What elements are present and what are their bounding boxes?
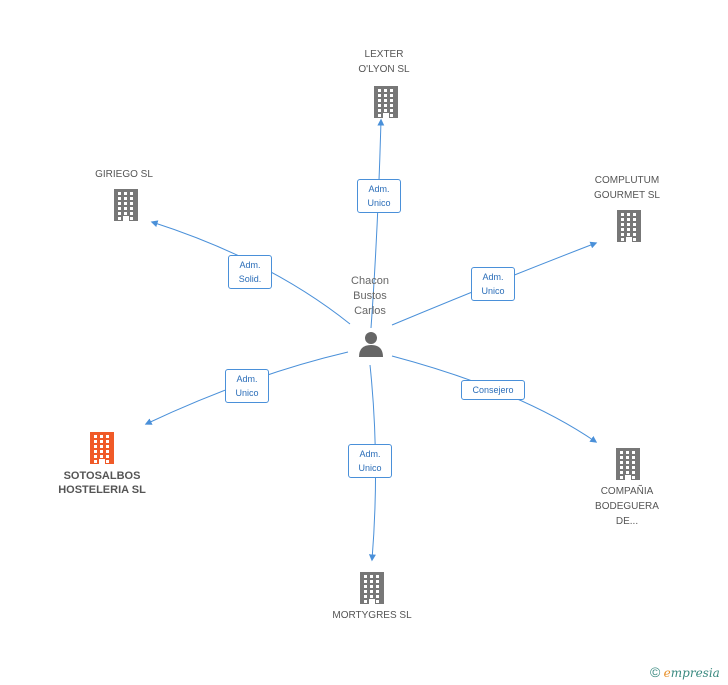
building-icon[interactable]: [612, 446, 644, 480]
role-line: Adm.: [359, 449, 381, 459]
building-icon[interactable]: [370, 84, 402, 118]
building-icon[interactable]: [110, 187, 142, 221]
edge-label-sotosalbos[interactable]: Adm. Unico: [225, 369, 269, 403]
role-line: Unico: [481, 286, 505, 296]
person-icon[interactable]: [357, 330, 385, 358]
role-line: Unico: [367, 198, 391, 208]
role-line: Adm.: [239, 260, 261, 270]
node-label-line: DE...: [615, 516, 639, 527]
node-label-sotosalbos[interactable]: SOTOSALBOS HOSTELERIA SL: [42, 469, 162, 497]
node-label-compania[interactable]: COMPAÑIA BODEGUERA DE...: [577, 484, 677, 529]
copyright-icon: ©: [650, 664, 661, 680]
node-label-line: GOURMET SL: [594, 190, 660, 201]
footer-brand[interactable]: © empresia: [650, 664, 720, 680]
role-line: Consejero: [472, 385, 514, 395]
building-icon[interactable]: [613, 208, 645, 242]
node-label-line: HOSTELERIA SL: [58, 484, 146, 496]
node-label-line: MORTYGRES SL: [332, 610, 412, 621]
node-label-line: GIRIEGO SL: [95, 169, 153, 180]
role-line: Unico: [235, 388, 259, 398]
center-name-line: Bustos: [353, 290, 387, 302]
node-label-line: SOTOSALBOS: [63, 470, 141, 482]
edge-label-giriego[interactable]: Adm. Solid.: [228, 255, 272, 289]
edge-label-complutum[interactable]: Adm. Unico: [471, 267, 515, 301]
role-line: Solid.: [238, 274, 262, 284]
edge-label-compania[interactable]: Consejero: [461, 380, 525, 400]
building-icon[interactable]: [86, 430, 118, 464]
center-name-line: Chacon: [351, 275, 389, 287]
node-label-lexter[interactable]: LEXTER O'LYON SL: [334, 47, 434, 77]
role-line: Unico: [358, 463, 382, 473]
node-label-line: O'LYON SL: [358, 64, 410, 75]
node-label-line: COMPLUTUM: [594, 175, 660, 186]
node-label-line: COMPAÑIA: [600, 486, 654, 497]
role-line: Adm.: [482, 272, 504, 282]
node-label-mortygres[interactable]: MORTYGRES SL: [322, 608, 422, 623]
brand-initial: e: [663, 666, 671, 680]
role-line: Adm.: [236, 374, 258, 384]
center-name-line: Carlos: [354, 305, 386, 317]
building-icon[interactable]: [356, 570, 388, 604]
center-name[interactable]: Chacon Bustos Carlos: [330, 274, 410, 319]
brand-name: mpresia: [670, 666, 720, 680]
edge-lexter: [370, 118, 385, 329]
node-label-complutum[interactable]: COMPLUTUM GOURMET SL: [577, 173, 677, 203]
node-label-line: LEXTER: [364, 49, 404, 60]
edge-label-lexter[interactable]: Adm. Unico: [357, 179, 401, 213]
node-label-line: BODEGUERA: [595, 501, 659, 512]
node-label-giriego[interactable]: GIRIEGO SL: [74, 167, 174, 182]
edge-label-mortygres[interactable]: Adm. Unico: [348, 444, 392, 478]
role-line: Adm.: [368, 184, 390, 194]
